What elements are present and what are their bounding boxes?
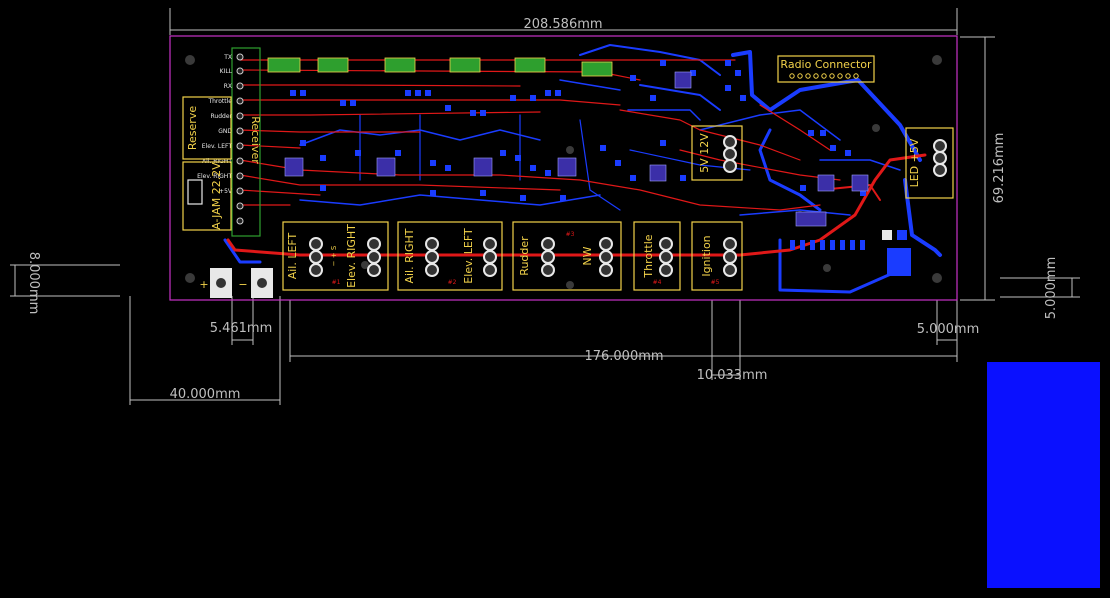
pin-label-kill: KILL	[220, 68, 233, 75]
servo-label-throttle: Throttle	[642, 234, 655, 278]
dim-pin-gap: 5.461mm	[210, 321, 273, 336]
dim-pitch: 10.033mm	[697, 368, 768, 383]
servo-label-nw: NW	[581, 246, 594, 265]
polarity-mark: − + S	[330, 245, 338, 266]
servo-label-ail-right: Ail. RIGHT	[403, 228, 416, 283]
led-connector: LED +5V	[905, 127, 954, 199]
dimension-lines	[10, 8, 1080, 405]
smd-pads	[290, 60, 866, 250]
servo-label-rudder: Rudder	[518, 236, 531, 276]
plus-label: +	[199, 278, 208, 291]
pin-label-elev-right: Elev. RIGHT	[197, 173, 232, 180]
bottom-copper-traces	[223, 44, 942, 294]
servo-group-5	[691, 221, 743, 291]
pin-label-tx: TX	[223, 54, 232, 61]
bottom-regulator	[882, 230, 911, 276]
servo-mark-4: #4	[653, 279, 662, 286]
servo-connectors: Ail. LEFT Elev. RIGHT Ail. RIGHT Elev. L…	[282, 221, 743, 291]
pin-label-throttle: Throttle	[207, 98, 232, 105]
servo-mark-2: #2	[448, 279, 457, 286]
pin-label-5v: +5V	[219, 188, 233, 195]
pin-label-rudder: Rudder	[211, 113, 233, 120]
jam-label: A-JAM 22.2V	[210, 162, 223, 230]
servo-mark-1: #1	[332, 279, 341, 286]
dim-left-height: 8.000mm	[26, 252, 41, 315]
dim-right-margin-v: 5.000mm	[1044, 257, 1059, 320]
servo-group-2	[397, 221, 503, 291]
dim-connector-span: 176.000mm	[584, 349, 663, 364]
dim-right-margin: 5.000mm	[917, 322, 980, 337]
servo-label-ail-left: Ail. LEFT	[286, 232, 299, 279]
input-header: Receiver TX KILL RX Throttle Rudder GND …	[197, 47, 262, 237]
color-swatch	[987, 362, 1100, 588]
servo-mark-5: #5	[711, 279, 720, 286]
servo-group-4	[633, 221, 681, 291]
radio-connector-label: Radio Connector	[780, 58, 872, 71]
minus-label: −	[238, 278, 247, 291]
servo-label-ignition: Ignition	[700, 235, 713, 276]
pin-label-gnd: GND	[218, 128, 232, 135]
radio-connector: Radio Connector	[777, 55, 875, 83]
microcontrollers	[284, 71, 869, 227]
pin-label-rx: RX	[224, 83, 232, 90]
servo-mark-3: #3	[566, 231, 575, 238]
power-terminals: + −	[199, 268, 273, 298]
servo-label-elev-left: Elev. LEFT	[462, 228, 475, 284]
pin-label-elev-left: Elev. LEFT	[202, 143, 233, 150]
power-select-label: 5V 12V	[698, 133, 711, 173]
dim-offset-left: 40.000mm	[170, 387, 241, 402]
dim-board-height: 69.216mm	[992, 133, 1007, 204]
power-select-connector: 5V 12V	[691, 125, 743, 181]
servo-group-3	[512, 221, 622, 291]
header-title: Receiver	[249, 116, 262, 164]
board-outline	[169, 35, 958, 301]
dim-total-width: 208.586mm	[523, 17, 602, 32]
reserve-label: Reserve	[186, 106, 199, 150]
regulators	[267, 57, 613, 77]
reserve-block: Reserve	[182, 96, 232, 160]
led-label: LED +5V	[908, 138, 921, 187]
servo-group-1	[282, 221, 389, 291]
jam-block: A-JAM 22.2V	[182, 161, 232, 231]
servo-label-elev-right: Elev. RIGHT	[345, 224, 358, 288]
